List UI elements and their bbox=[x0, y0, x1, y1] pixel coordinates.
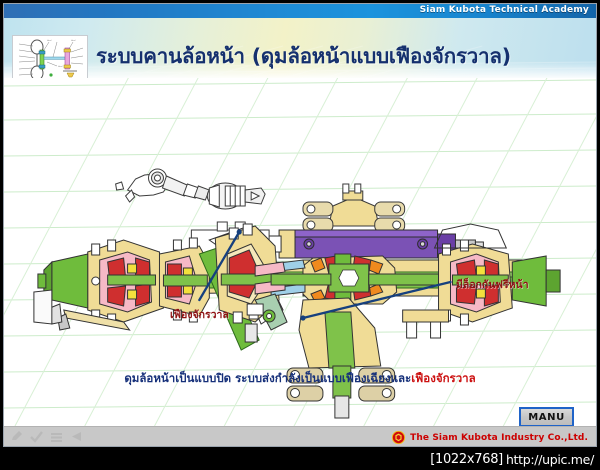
front-axle-cutaway-drawing bbox=[33, 168, 561, 419]
slide-footer: The Siam Kubota Industry Co.,Ltd. bbox=[4, 426, 596, 446]
company-name: The Siam Kubota Industry Co.,Ltd. bbox=[410, 432, 588, 443]
watermark-url: http://upic.me/ bbox=[505, 451, 594, 467]
presentation-slide: Siam Kubota Technical Academy bbox=[3, 3, 597, 447]
slide-caption: ดุมล้อหน้าเป็นแบบปิด ระบบส่งกำลังเป็นแบบ… bbox=[4, 370, 596, 388]
svg-text:label: label bbox=[58, 66, 63, 68]
company-credit: The Siam Kubota Industry Co.,Ltd. bbox=[392, 431, 588, 444]
front-axle-schematic-thumbnail: label label label bbox=[12, 35, 88, 82]
watermark-dimensions: [1022x768] bbox=[430, 451, 503, 467]
callout-front-lock: มีล็อกกันฟรีหน้า bbox=[456, 279, 529, 291]
callout-universal-gear: เฟืองจักรวาล bbox=[170, 309, 229, 321]
watermark-bar: [1022x768] http://upic.me/ bbox=[0, 448, 600, 470]
header-decoration bbox=[4, 45, 596, 78]
caption-highlight: เฟืองจักรวาล bbox=[411, 371, 476, 385]
back-tool-icon[interactable] bbox=[70, 430, 83, 443]
pencil-tool-icon[interactable] bbox=[10, 430, 23, 443]
svg-text:label: label bbox=[71, 40, 76, 42]
top-title-bar: Siam Kubota Technical Academy bbox=[4, 4, 596, 18]
check-tool-icon[interactable] bbox=[30, 430, 43, 443]
academy-title: Siam Kubota Technical Academy bbox=[419, 5, 589, 15]
manu-button-label: MANU bbox=[528, 411, 565, 423]
slide-body: เฟืองจักรวาล มีล็อกกันฟรีหน้า ดุมล้อหน้า… bbox=[4, 78, 596, 428]
footer-toolbar[interactable] bbox=[10, 430, 83, 443]
caption-main: ดุมล้อหน้าเป็นแบบปิด ระบบส่งกำลังเป็นแบบ… bbox=[124, 371, 412, 385]
page-title: ระบบคานล้อหน้า (ดุมล้อหน้าแบบเฟืองจักรวา… bbox=[96, 44, 511, 68]
slide-header: label label label ระบบคานล้อหน้า (ดุมล้อ… bbox=[4, 18, 596, 82]
manu-button[interactable]: MANU bbox=[519, 407, 574, 427]
svg-text:label: label bbox=[47, 40, 52, 42]
list-tool-icon[interactable] bbox=[50, 430, 63, 443]
kubota-logo-icon bbox=[392, 431, 406, 444]
